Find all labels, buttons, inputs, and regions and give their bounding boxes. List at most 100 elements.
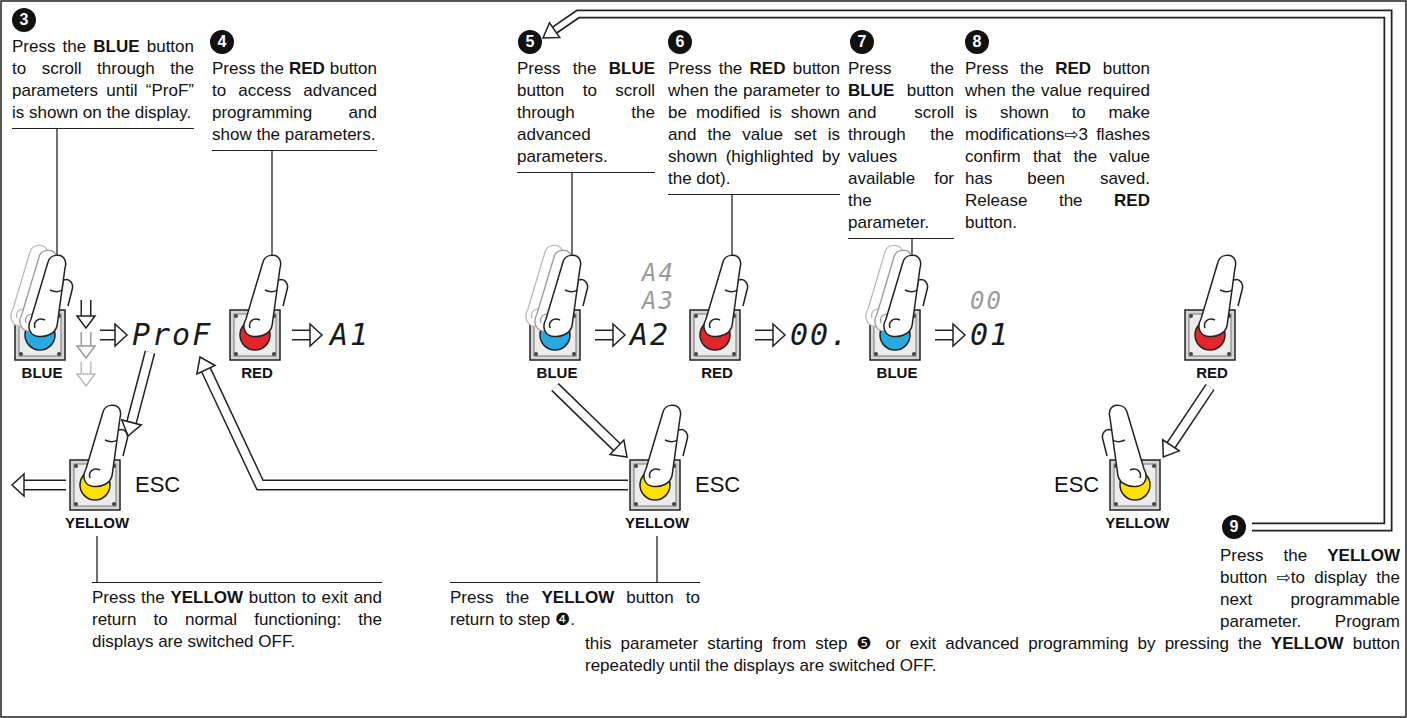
button-symbol: [625, 400, 689, 512]
emphasis: BLUE: [609, 59, 655, 78]
arrow-outline: [555, 387, 617, 447]
button-label: RED: [701, 364, 733, 382]
display-readout: 00.: [790, 318, 850, 352]
exit-arrow: [122, 352, 150, 436]
flow-arrow: [1163, 387, 1210, 457]
step-number: 7: [850, 30, 874, 54]
instruction-text: Press the RED button to access advanced …: [212, 58, 377, 151]
instruction-text: Press the BLUE button and scroll through…: [848, 58, 954, 239]
push-button: YELLOW ESC: [625, 400, 746, 532]
button-label: RED: [241, 364, 273, 382]
button-function: ESC: [135, 472, 180, 498]
leader-line: [96, 536, 97, 582]
repeat-press-arrows: [77, 300, 95, 386]
button-symbol: [225, 250, 289, 362]
button-column: RED: [685, 250, 749, 382]
emphasis: YELLOW: [1327, 546, 1400, 565]
emphasis: RED: [1114, 191, 1150, 210]
emphasis: YELLOW: [541, 588, 614, 607]
leader-line: [271, 151, 272, 256]
arrow-inner: [1171, 387, 1210, 445]
display-readout: ProF: [132, 318, 212, 352]
push-button: RED: [685, 250, 749, 382]
loop-arrow: [543, 14, 1388, 527]
instruction-text: Press the YELLOW button to exit and retu…: [92, 582, 382, 653]
button-label: BLUE: [877, 364, 918, 382]
arrow-head: [1163, 440, 1180, 457]
step-number: 6: [668, 30, 692, 54]
leader-line: [731, 195, 732, 256]
instruction-text: Press the YELLOW button to return to ste…: [450, 582, 700, 631]
button-symbol: [1105, 400, 1169, 512]
button-column: BLUE: [10, 250, 74, 382]
display-arrow: [292, 324, 322, 346]
display-readout-faded: A4: [642, 260, 675, 286]
step-number: 5: [518, 30, 542, 54]
leader-line: [656, 536, 657, 582]
arrow-inner: [555, 387, 617, 447]
step-number: 4: [210, 30, 234, 54]
instruction-text: Press the BLUE button to scroll through …: [12, 36, 194, 129]
button-symbol: [1180, 250, 1244, 362]
instruction-text: Press the BLUE button to scroll through …: [517, 58, 655, 173]
instruction-body: Press the YELLOW button ⇨to display the …: [585, 546, 1400, 675]
display-arrow: [935, 324, 965, 346]
button-column: RED: [1180, 250, 1244, 382]
instruction-text: Press the YELLOW button ⇨to display the …: [585, 545, 1400, 677]
emphasis: BLUE: [848, 81, 894, 100]
button-label: YELLOW: [625, 514, 689, 532]
emphasis: BLUE: [93, 37, 139, 56]
display-arrow: [595, 324, 625, 346]
button-column: YELLOW: [65, 400, 129, 532]
button-function: ESC: [695, 472, 740, 498]
button-symbol: [65, 400, 129, 512]
button-column: RED: [225, 250, 289, 382]
emphasis: YELLOW: [170, 588, 243, 607]
leader-line: [56, 129, 57, 256]
instruction-text: Press the RED button when the parameter …: [668, 58, 840, 195]
emphasis: RED: [750, 59, 786, 78]
button-column: YELLOW: [625, 400, 689, 532]
push-button: YELLOW ESC: [65, 400, 186, 532]
instruction-text: Press the RED button when the value requ…: [965, 58, 1150, 234]
button-symbol: [10, 250, 74, 362]
button-symbol: [525, 250, 589, 362]
button-function: ESC: [1054, 472, 1099, 498]
button-label: RED: [1196, 364, 1228, 382]
emphasis: RED: [1055, 59, 1091, 78]
leader-line: [911, 239, 912, 256]
leader-line: [571, 173, 572, 256]
arrow-head: [610, 440, 627, 457]
display-readout-faded: A3: [642, 288, 675, 314]
display-readout: 01: [970, 318, 1010, 352]
step-number: 9: [1222, 515, 1246, 539]
emphasis: YELLOW: [1271, 634, 1344, 653]
arrow-outline: [1171, 387, 1210, 445]
button-column: YELLOW: [1105, 400, 1169, 532]
button-symbol: [685, 250, 749, 362]
button-symbol: [865, 250, 929, 362]
push-button: RED: [225, 250, 289, 382]
push-button: ESC YELLOW: [1048, 400, 1169, 532]
display-readout-faded: 00: [970, 288, 1003, 314]
push-button: BLUE: [10, 250, 74, 382]
button-column: BLUE: [525, 250, 589, 382]
button-label: YELLOW: [65, 514, 129, 532]
push-button: BLUE: [525, 250, 589, 382]
flow-arrow: [555, 387, 627, 457]
step-number: 8: [965, 30, 989, 54]
button-label: YELLOW: [1105, 514, 1169, 532]
push-button: BLUE: [865, 250, 929, 382]
button-column: BLUE: [865, 250, 929, 382]
exit-arrow: [12, 474, 66, 496]
display-arrow: [755, 324, 785, 346]
push-button: RED: [1180, 250, 1244, 382]
display-readout: A2: [630, 318, 670, 352]
button-label: BLUE: [537, 364, 578, 382]
button-label: BLUE: [22, 364, 63, 382]
display-arrow: [100, 324, 127, 346]
display-readout: A1: [330, 318, 370, 352]
return-arrow: [197, 357, 628, 485]
